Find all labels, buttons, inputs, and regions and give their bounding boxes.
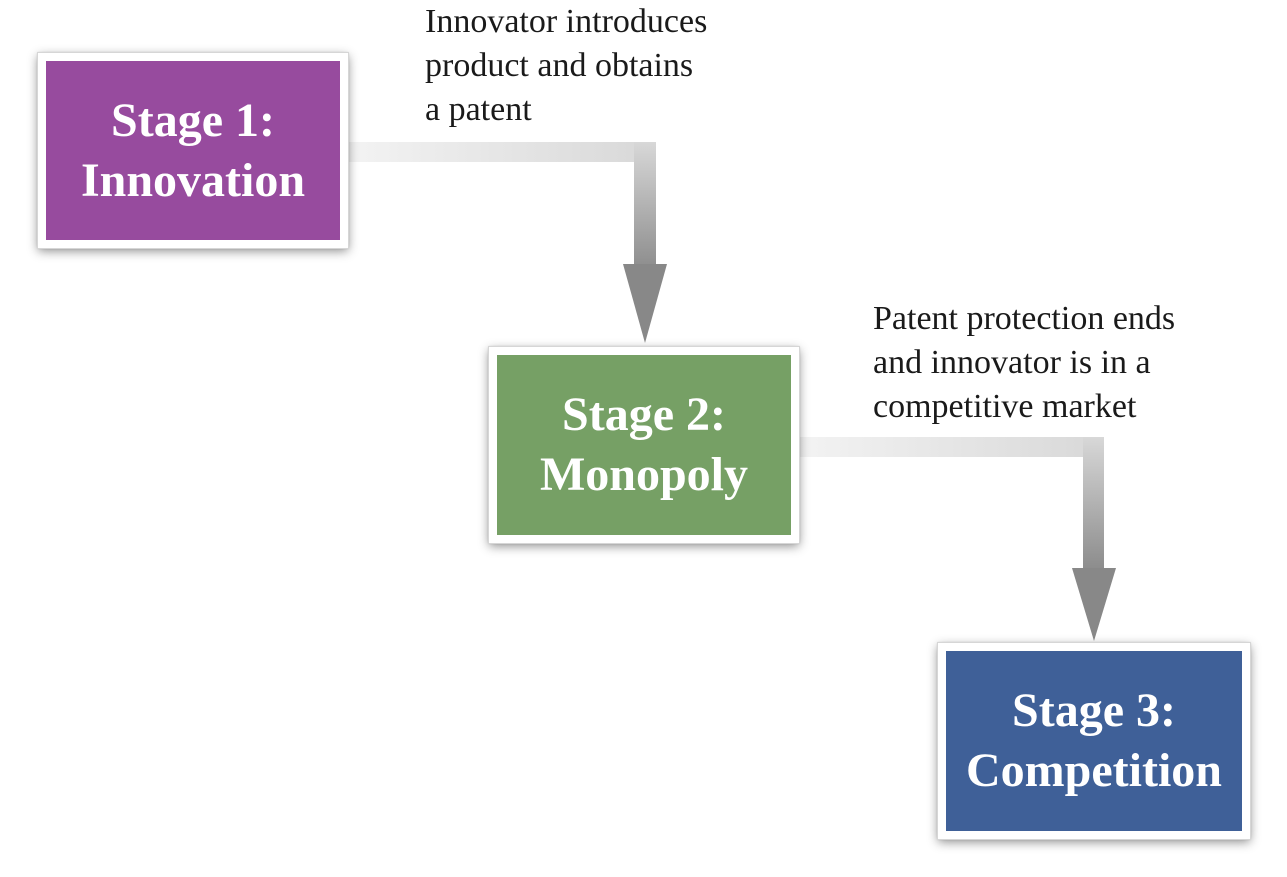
arrow-stage2-to-stage3 — [799, 437, 1116, 641]
arrow-stage1-to-stage2 — [348, 142, 667, 343]
note-line: and innovator is in a — [873, 344, 1151, 381]
stage-label: Innovation — [80, 153, 306, 207]
note-line: competitive market — [873, 388, 1137, 425]
stage-number: Stage 3: — [1012, 684, 1176, 737]
stage-3-box: Stage 3: Competition — [937, 642, 1251, 840]
stage-1-box: Stage 1: Innovation — [37, 52, 349, 249]
stage-label: Monopoly — [539, 448, 749, 501]
transition-note-competition: Patent protection ends and innovator is … — [873, 297, 1175, 429]
transition-note-patent: Innovator introduces product and obtains… — [425, 0, 707, 132]
stage-number: Stage 2: — [562, 388, 726, 441]
note-line: Patent protection ends — [873, 300, 1176, 337]
note-line: Innovator introduces — [425, 3, 708, 40]
note-line: product and obtains — [425, 47, 694, 84]
stage-number: Stage 1: — [111, 93, 275, 147]
stage-2-box: Stage 2: Monopoly — [488, 346, 800, 544]
stage-label: Competition — [966, 744, 1222, 797]
note-line: a patent — [425, 91, 532, 128]
